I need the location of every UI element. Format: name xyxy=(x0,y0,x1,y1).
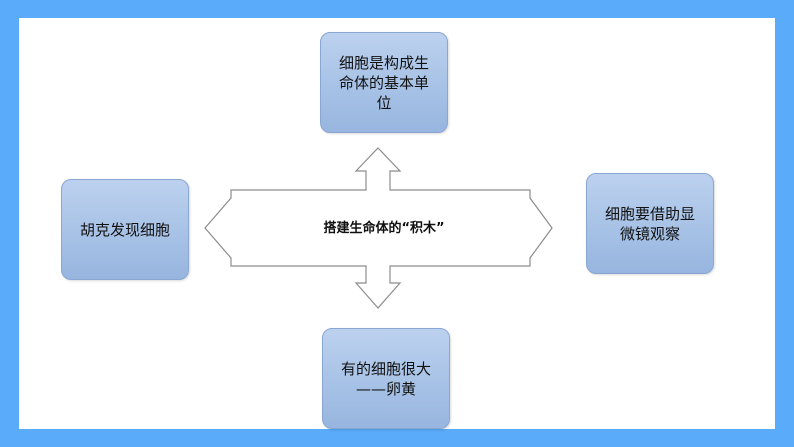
four-way-arrow xyxy=(204,147,553,309)
center-label: 搭建生命体的“积木” xyxy=(323,221,445,236)
node-left: 胡克发现细胞 xyxy=(61,179,189,280)
node-top: 细胞是构成生 命体的基本单 位 xyxy=(320,32,448,133)
slide-canvas: 搭建生命体的“积木” 细胞是构成生 命体的基本单 位 胡克发现细胞 细胞要借助显… xyxy=(19,18,775,429)
node-right: 细胞要借助显 微镜观察 xyxy=(586,173,714,274)
node-bottom: 有的细胞很大 ——卵黄 xyxy=(322,328,450,429)
